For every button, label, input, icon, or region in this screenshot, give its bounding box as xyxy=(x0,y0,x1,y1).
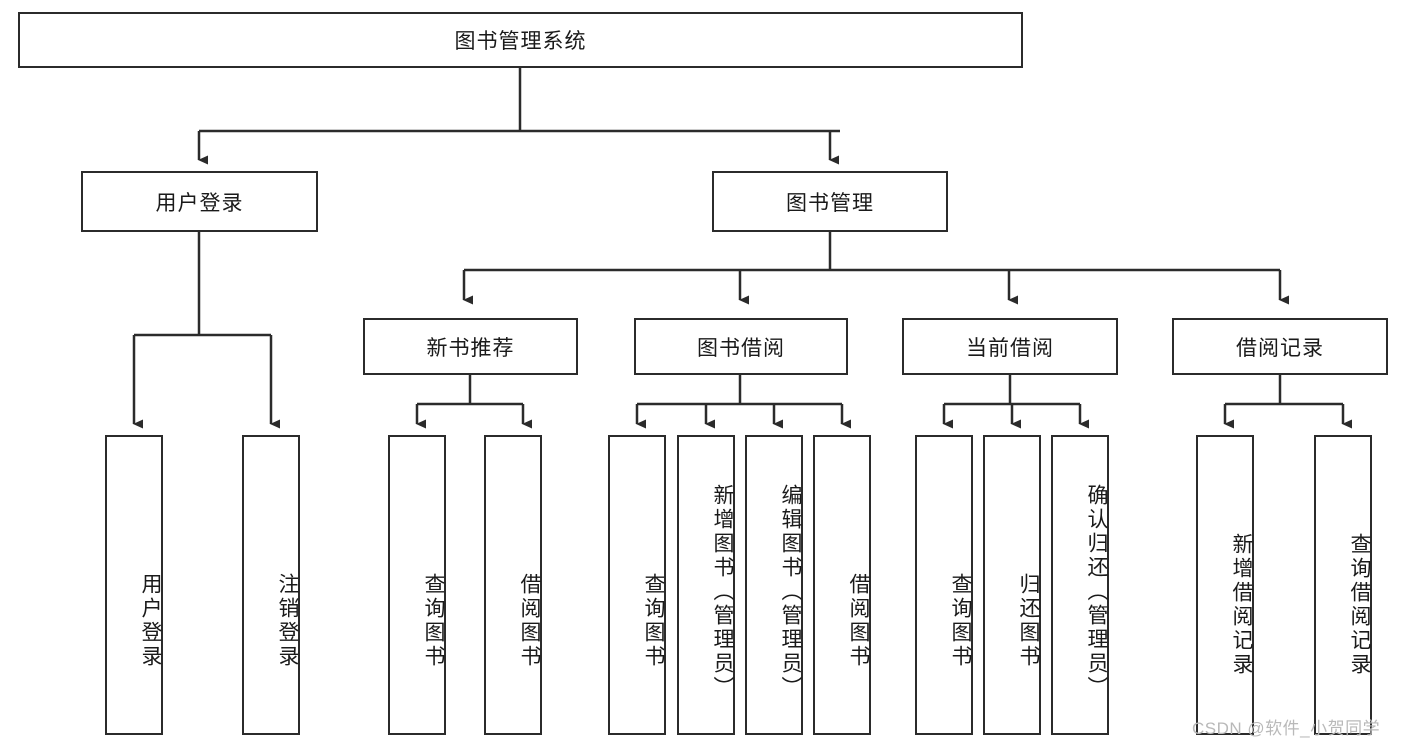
node-label: 图书管理系统 xyxy=(454,30,587,53)
leaf-book-borrow-query-book[interactable]: 查询图书 xyxy=(608,435,666,735)
node-label: 编辑图书（管理员） xyxy=(779,484,802,700)
node-label: 新增图书（管理员） xyxy=(711,484,734,700)
leaf-user-login-login[interactable]: 用户登录 xyxy=(105,435,163,735)
node-label: 借阅图书 xyxy=(518,573,541,669)
leaf-borrow-record-query-record[interactable]: 查询借阅记录 xyxy=(1314,435,1372,735)
node-label: 查询图书 xyxy=(642,573,665,669)
node-label: 新增借阅记录 xyxy=(1230,533,1253,677)
node-label: 借阅记录 xyxy=(1236,336,1324,360)
leaf-new-book-borrow-book[interactable]: 借阅图书 xyxy=(484,435,542,735)
node-label: 查询借阅记录 xyxy=(1348,533,1371,677)
node-new-book-recommend[interactable]: 新书推荐 xyxy=(363,318,578,375)
node-label: 确认归还（管理员） xyxy=(1085,484,1108,700)
leaf-borrow-record-add-record[interactable]: 新增借阅记录 xyxy=(1196,435,1254,735)
node-current-borrow[interactable]: 当前借阅 xyxy=(902,318,1118,375)
node-label: 查询图书 xyxy=(422,573,445,669)
leaf-current-borrow-return-book[interactable]: 归还图书 xyxy=(983,435,1041,735)
leaf-book-borrow-borrow-book[interactable]: 借阅图书 xyxy=(813,435,871,735)
csdn-watermark: CSDN @软件_小贺同学 xyxy=(1192,719,1381,738)
node-label: 注销登录 xyxy=(276,573,299,669)
leaf-current-borrow-query-book[interactable]: 查询图书 xyxy=(915,435,973,735)
leaf-book-borrow-edit-book-admin[interactable]: 编辑图书（管理员） xyxy=(745,435,803,735)
node-label: 用户登录 xyxy=(139,573,162,669)
node-user-login[interactable]: 用户登录 xyxy=(81,171,318,232)
node-root-book-management-system[interactable]: 图书管理系统 xyxy=(18,12,1023,68)
leaf-user-login-logout[interactable]: 注销登录 xyxy=(242,435,300,735)
node-label: 新书推荐 xyxy=(426,336,515,360)
node-book-borrow[interactable]: 图书借阅 xyxy=(634,318,848,375)
node-label: 归还图书 xyxy=(1017,573,1040,669)
node-label: 当前借阅 xyxy=(966,336,1054,360)
node-label: 图书借阅 xyxy=(697,336,785,360)
node-borrow-record[interactable]: 借阅记录 xyxy=(1172,318,1388,375)
node-label: 图书管理 xyxy=(786,191,874,215)
node-book-management[interactable]: 图书管理 xyxy=(712,171,948,232)
node-label: 借阅图书 xyxy=(847,573,870,669)
leaf-book-borrow-add-book-admin[interactable]: 新增图书（管理员） xyxy=(677,435,735,735)
leaf-new-book-query-book[interactable]: 查询图书 xyxy=(388,435,446,735)
node-label: 查询图书 xyxy=(949,573,972,669)
leaf-current-borrow-confirm-return-admin[interactable]: 确认归还（管理员） xyxy=(1051,435,1109,735)
node-label: 用户登录 xyxy=(155,191,244,215)
